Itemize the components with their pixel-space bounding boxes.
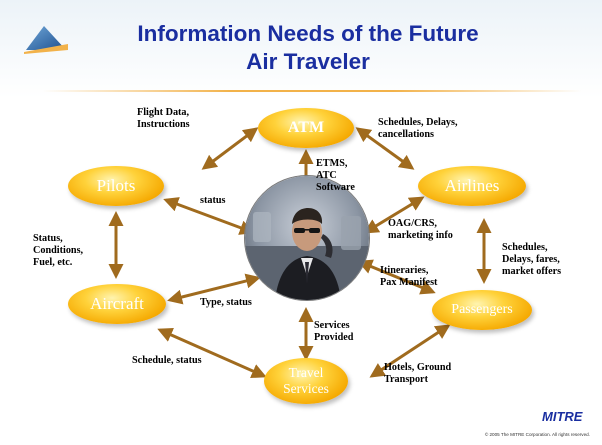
mitre-logo-icon	[24, 26, 68, 54]
copyright-notice: © 2005 The MITRE Corporation. All rights…	[484, 432, 590, 437]
node-aircraft-label: Aircraft	[90, 294, 144, 313]
node-airlines-label: Airlines	[444, 176, 500, 195]
traveler-photo-image	[245, 176, 369, 300]
label-oag-crs: OAG/CRS, marketing info	[388, 218, 453, 241]
title-divider	[42, 90, 582, 92]
label-type-status: Type, status	[200, 297, 252, 308]
label-schedules-fares: Schedules, Delays, fares, market offers	[502, 242, 562, 277]
arrow-atm-airlines	[355, 127, 415, 170]
label-schedules-delays-cancellations: Schedules, Delays, cancellations	[378, 117, 458, 140]
label-status: status	[200, 195, 226, 206]
label-itineraries: Itineraries, Pax Manifest	[380, 265, 438, 288]
label-hotels: Hotels, Ground Transport	[384, 362, 452, 385]
label-schedule-status: Schedule, status	[132, 355, 202, 366]
arrow-aircraft-center	[167, 273, 261, 305]
label-status-conditions: Status, Conditions, Fuel, etc.	[33, 233, 84, 268]
node-pilots: Pilots	[68, 166, 164, 206]
node-travel-services: Travel Services	[264, 358, 348, 404]
node-airlines: Airlines	[418, 166, 526, 206]
node-passengers-label: Passengers	[451, 302, 513, 317]
page-title: Information Needs of the Future Air Trav…	[90, 20, 526, 76]
title-line-2: Air Traveler	[246, 49, 370, 74]
label-etms: ETMS, ATC Software	[316, 158, 355, 193]
arrow-pilots-center	[163, 197, 255, 235]
node-travel-services-label: Travel Services	[283, 365, 329, 396]
mitre-brand: MITRE	[542, 409, 583, 424]
arrow-passengers-travel	[369, 324, 451, 378]
traveler-photo	[244, 175, 370, 301]
label-flight-data: Flight Data, Instructions	[137, 107, 190, 130]
node-aircraft: Aircraft	[68, 284, 166, 324]
arrow-pilots-atm	[201, 127, 259, 170]
node-atm-label: ATM	[287, 119, 325, 136]
node-pilots-label: Pilots	[96, 176, 136, 195]
arrow-aircraft-travel	[157, 327, 267, 379]
title-line-1: Information Needs of the Future	[137, 21, 479, 46]
arrow-airlines-center	[363, 196, 425, 234]
node-passengers: Passengers	[432, 290, 532, 330]
node-atm: ATM	[258, 108, 354, 148]
arrow-passengers-center	[357, 259, 436, 295]
label-services-provided: Services Provided	[314, 320, 354, 343]
